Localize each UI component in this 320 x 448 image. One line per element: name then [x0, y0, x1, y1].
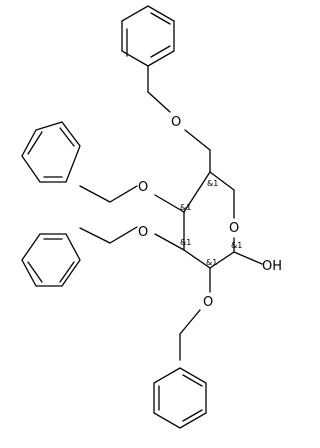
- c1-stereo-label: &1: [231, 241, 242, 250]
- benzyl-ring-left-upper: [21, 121, 81, 183]
- c2-stereo-label: &1: [206, 258, 217, 267]
- benzyl-ring-left-lower: [21, 233, 81, 287]
- c2-ether-oxygen-label: O: [203, 295, 213, 310]
- c5-stereo-label: &1: [207, 179, 218, 188]
- c6-ether-oxygen-label: O: [171, 115, 181, 130]
- ring-oxygen-label: O: [229, 221, 239, 236]
- benzyl-ring-top: [121, 5, 175, 67]
- c3-benzyl-chain: [79, 226, 185, 251]
- c4-stereo-label: &1: [180, 203, 191, 212]
- benzyl-ring-bottom: [153, 367, 207, 429]
- c4-benzyl-chain: [79, 185, 185, 213]
- anomeric-hydroxyl-label: OH: [262, 259, 282, 274]
- c2-benzyl-chain: [179, 267, 211, 361]
- c3-ether-oxygen-label: O: [138, 225, 148, 240]
- c1-oh-bond: [233, 251, 263, 265]
- c3-stereo-label: &1: [180, 238, 191, 247]
- benzyl-glucopyranose-structure: O O O O OH O &1 &1 &1 &1 &1: [21, 5, 282, 429]
- c4-ether-oxygen-label: O: [138, 180, 148, 195]
- c6-benzyl-chain: [147, 65, 211, 151]
- pyranose-ring: [183, 149, 235, 269]
